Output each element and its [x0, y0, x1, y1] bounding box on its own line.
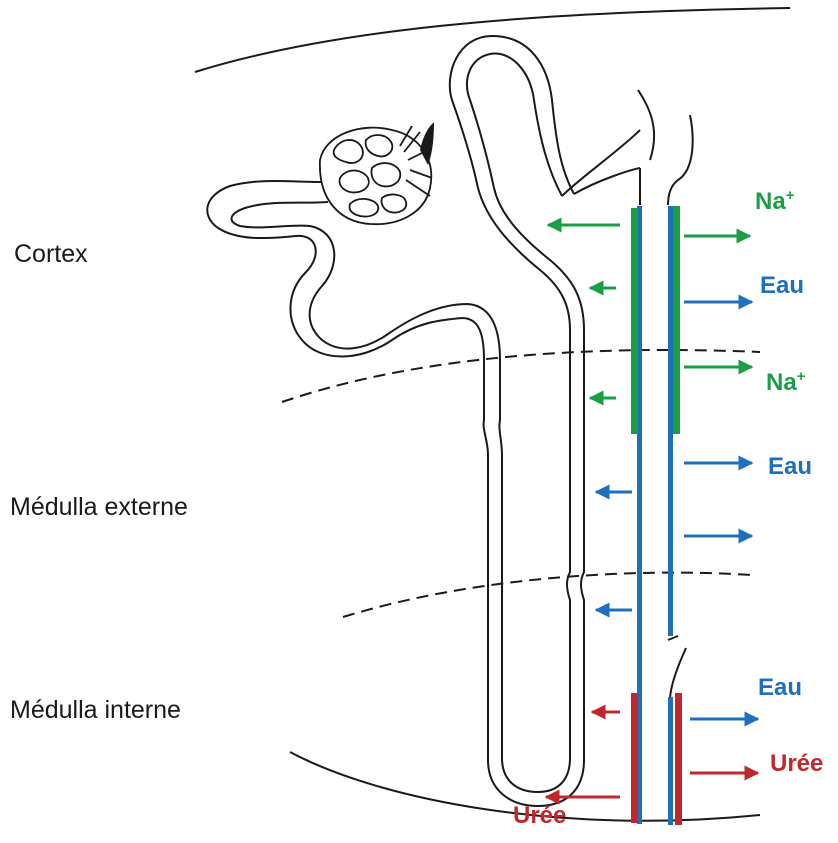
label-water-top: Eau: [760, 272, 804, 300]
collecting-duct-water-membrane-lower: [668, 697, 673, 825]
label-urea-right: Urée: [770, 750, 823, 778]
label-water-inner: Eau: [758, 674, 802, 702]
label-urea-left: Urée: [513, 802, 566, 830]
collecting-duct-sodium-membrane: [673, 206, 680, 434]
collecting-duct-water-membrane-upper: [668, 206, 673, 636]
outer-inner-medulla-boundary: [343, 573, 752, 617]
label-water-mid: Eau: [768, 453, 812, 481]
macula-densa: [420, 122, 434, 165]
label-sodium-top-text: Na: [755, 188, 786, 215]
cortex-medulla-boundary: [282, 350, 760, 402]
label-sodium-mid-charge: +: [797, 368, 806, 385]
label-sodium-mid-text: Na: [766, 369, 797, 396]
label-sodium-top-charge: +: [786, 187, 795, 204]
ascending-limb-sodium-membrane: [631, 208, 638, 434]
zone-label-outer-medulla: Médulla externe: [10, 493, 188, 522]
label-sodium-top: Na+: [755, 187, 794, 216]
ascending-limb-urea-membrane: [631, 693, 638, 823]
proximal-tubule-and-descending-limb: [207, 36, 584, 806]
zone-label-cortex: Cortex: [14, 240, 88, 269]
collecting-duct-urea-membrane: [675, 693, 682, 825]
label-sodium-mid: Na+: [766, 368, 805, 397]
zone-label-inner-medulla: Médulla interne: [10, 696, 181, 725]
glomerulus: [320, 126, 432, 224]
kidney-capsule-line: [195, 8, 790, 72]
